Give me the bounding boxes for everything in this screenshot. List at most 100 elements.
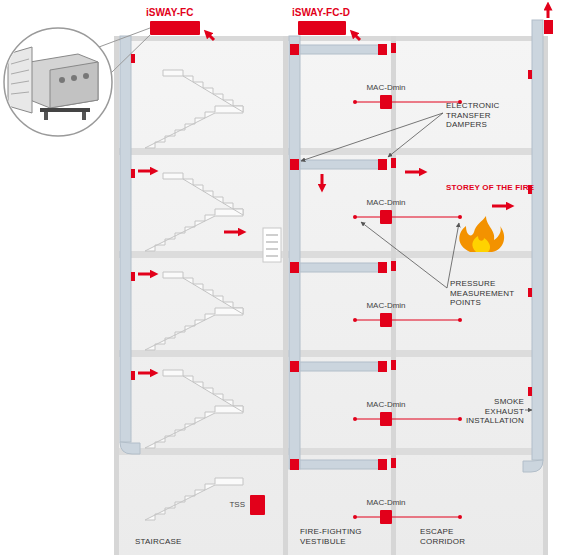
stair-flight bbox=[163, 173, 243, 215]
fan-side bbox=[50, 62, 98, 108]
fan-fitting bbox=[59, 77, 65, 83]
pressure-line bbox=[355, 419, 460, 420]
damper bbox=[290, 459, 299, 470]
airflow-arrow bbox=[321, 174, 324, 188]
damper bbox=[378, 44, 387, 55]
transfer-damper bbox=[391, 261, 396, 271]
vestibule-branch-duct bbox=[300, 460, 382, 469]
damper bbox=[290, 361, 299, 372]
damper bbox=[378, 361, 387, 372]
duct-elbow bbox=[120, 442, 140, 454]
duct-elbow bbox=[523, 460, 543, 472]
leader-line bbox=[361, 222, 447, 288]
pressure-points bbox=[353, 100, 462, 519]
callout-label: ELECTRONIC TRANSFER DAMPERS bbox=[446, 101, 526, 130]
controller-box: MAC-Dmin bbox=[380, 412, 392, 426]
grille-slats bbox=[266, 235, 278, 256]
pressure-line bbox=[355, 102, 460, 103]
damper bbox=[290, 159, 299, 170]
airflow-arrow bbox=[224, 231, 242, 234]
dampers bbox=[131, 20, 553, 470]
inset-circle bbox=[4, 28, 112, 136]
fan-foot bbox=[82, 112, 86, 120]
zone-label: ESCAPE CORRIDOR bbox=[420, 527, 480, 546]
pressure-point bbox=[353, 417, 357, 421]
fan-unit: iSWAY-FC bbox=[150, 21, 200, 35]
pressure-line bbox=[355, 217, 460, 218]
zone-label: FIRE-FIGHTING VESTIBULE bbox=[300, 527, 380, 546]
hood-slat bbox=[11, 59, 29, 64]
grille-slat bbox=[266, 241, 278, 243]
pressure-line bbox=[355, 517, 460, 518]
outer-wall bbox=[543, 36, 548, 555]
damper bbox=[378, 159, 387, 170]
controller-box: MAC-Dmin bbox=[380, 95, 392, 109]
transfer-damper bbox=[391, 43, 396, 53]
device-label: MAC-Dmin bbox=[366, 198, 405, 207]
pressure-point bbox=[458, 215, 462, 219]
device-label: iSWAY-FC-D bbox=[292, 7, 350, 19]
leader-line bbox=[388, 113, 443, 157]
transfer-damper bbox=[391, 458, 396, 468]
pressure-point bbox=[353, 215, 357, 219]
stair-flight bbox=[145, 478, 243, 520]
vestibule-branch-duct bbox=[300, 263, 382, 272]
airflow-arrow bbox=[138, 170, 154, 173]
exhaust-damper bbox=[528, 70, 532, 79]
vestibule-branch-duct bbox=[300, 45, 382, 54]
fan-illustration bbox=[8, 47, 98, 120]
damper bbox=[378, 262, 387, 273]
stair-flight bbox=[145, 308, 243, 350]
vestibule-branch-duct bbox=[300, 160, 382, 169]
damper bbox=[131, 272, 135, 281]
hood-slat bbox=[11, 81, 29, 84]
pressure-point bbox=[458, 515, 462, 519]
fan-unit: iSWAY-FC-D bbox=[298, 21, 346, 35]
outer-wall bbox=[114, 36, 119, 555]
stair-flight bbox=[163, 272, 243, 314]
pressure-point bbox=[458, 417, 462, 421]
leader-line bbox=[525, 410, 532, 411]
floor-slab bbox=[114, 448, 548, 455]
ducts bbox=[120, 20, 543, 472]
fan-body bbox=[30, 54, 98, 108]
controller-box: MAC-Dmin bbox=[380, 313, 392, 327]
stair-flight bbox=[163, 70, 243, 112]
roof-slab bbox=[114, 36, 548, 41]
grille-slat bbox=[266, 255, 278, 257]
device-label: MAC-Dmin bbox=[366, 301, 405, 310]
inset-leader bbox=[111, 35, 150, 73]
airflow-arrow bbox=[138, 273, 154, 276]
inner-wall bbox=[283, 36, 288, 555]
fire-floor-label: STOREY OF THE FIRE bbox=[446, 183, 556, 193]
fan-hood bbox=[8, 47, 32, 113]
airflow-arrow bbox=[547, 6, 550, 18]
stair-flight bbox=[145, 406, 243, 448]
device-label: MAC-Dmin bbox=[366, 83, 405, 92]
leader-lines bbox=[301, 113, 532, 410]
device-label: MAC-Dmin bbox=[366, 400, 405, 409]
damper bbox=[131, 371, 135, 380]
vestibule-duct bbox=[289, 36, 300, 469]
pressure-point bbox=[458, 318, 462, 322]
stairs bbox=[145, 70, 243, 520]
callout-label: SMOKE EXHAUST INSTALLATION bbox=[464, 397, 524, 426]
exhaust-duct bbox=[532, 20, 543, 460]
damper bbox=[378, 459, 387, 470]
stair-flight bbox=[145, 209, 243, 251]
leader-line bbox=[447, 223, 459, 288]
airflow-arrow bbox=[138, 372, 154, 375]
control-panel: TSS bbox=[250, 495, 265, 515]
floor-slab bbox=[114, 148, 548, 155]
stair-flight bbox=[163, 370, 243, 412]
flame-core bbox=[472, 236, 490, 252]
vestibule-branch-duct bbox=[300, 362, 382, 371]
exhaust-fan bbox=[544, 20, 553, 34]
pressure-line bbox=[355, 320, 460, 321]
leader-line bbox=[301, 113, 443, 161]
zone-label: STAIRCASE bbox=[135, 537, 215, 547]
floor-slab bbox=[114, 251, 548, 258]
pressure-lines bbox=[355, 102, 460, 517]
